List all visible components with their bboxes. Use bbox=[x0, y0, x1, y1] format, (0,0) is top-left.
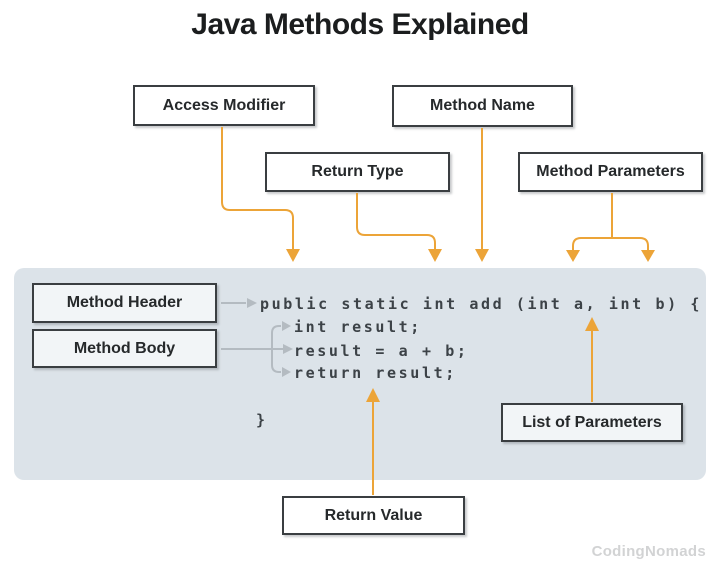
arrow-method-parameters-fork bbox=[572, 237, 649, 250]
code-closing-brace: } bbox=[256, 411, 268, 429]
arrowhead-access-modifier bbox=[286, 249, 300, 262]
callout-return-value: Return Value bbox=[282, 496, 465, 535]
callout-list-of-parameters-label: List of Parameters bbox=[522, 413, 662, 431]
code-body-line-2: result = a + b; bbox=[294, 342, 469, 360]
arrowhead-param-b bbox=[641, 250, 655, 262]
callout-method-parameters: Method Parameters bbox=[518, 152, 703, 192]
callout-return-type-label: Return Type bbox=[311, 163, 404, 180]
callout-method-name-label: Method Name bbox=[430, 97, 535, 114]
callout-method-body-label: Method Body bbox=[73, 339, 176, 357]
callout-method-parameters-label: Method Parameters bbox=[536, 163, 685, 180]
callout-method-body: Method Body bbox=[32, 329, 217, 368]
arrowhead-return-type bbox=[428, 249, 442, 262]
arrowhead-method-name bbox=[475, 249, 489, 262]
code-method-header-line: public static int add (int a, int b) { bbox=[260, 295, 702, 313]
callout-access-modifier-label: Access Modifier bbox=[162, 96, 286, 114]
watermark: CodingNomads bbox=[591, 543, 706, 560]
code-body-line-3: return result; bbox=[294, 364, 457, 382]
callout-access-modifier: Access Modifier bbox=[133, 85, 315, 126]
callout-method-name: Method Name bbox=[392, 85, 573, 127]
callout-method-header-label: Method Header bbox=[66, 294, 183, 311]
page-title: Java Methods Explained bbox=[191, 8, 529, 41]
code-body-line-1: int result; bbox=[294, 318, 422, 336]
arrow-return-type-to-int bbox=[356, 193, 436, 249]
callout-method-header: Method Header bbox=[32, 283, 217, 323]
callout-return-type: Return Type bbox=[265, 152, 450, 192]
callout-return-value-label: Return Value bbox=[324, 506, 423, 524]
callout-list-of-parameters: List of Parameters bbox=[501, 403, 683, 442]
arrowhead-param-a bbox=[566, 250, 580, 262]
